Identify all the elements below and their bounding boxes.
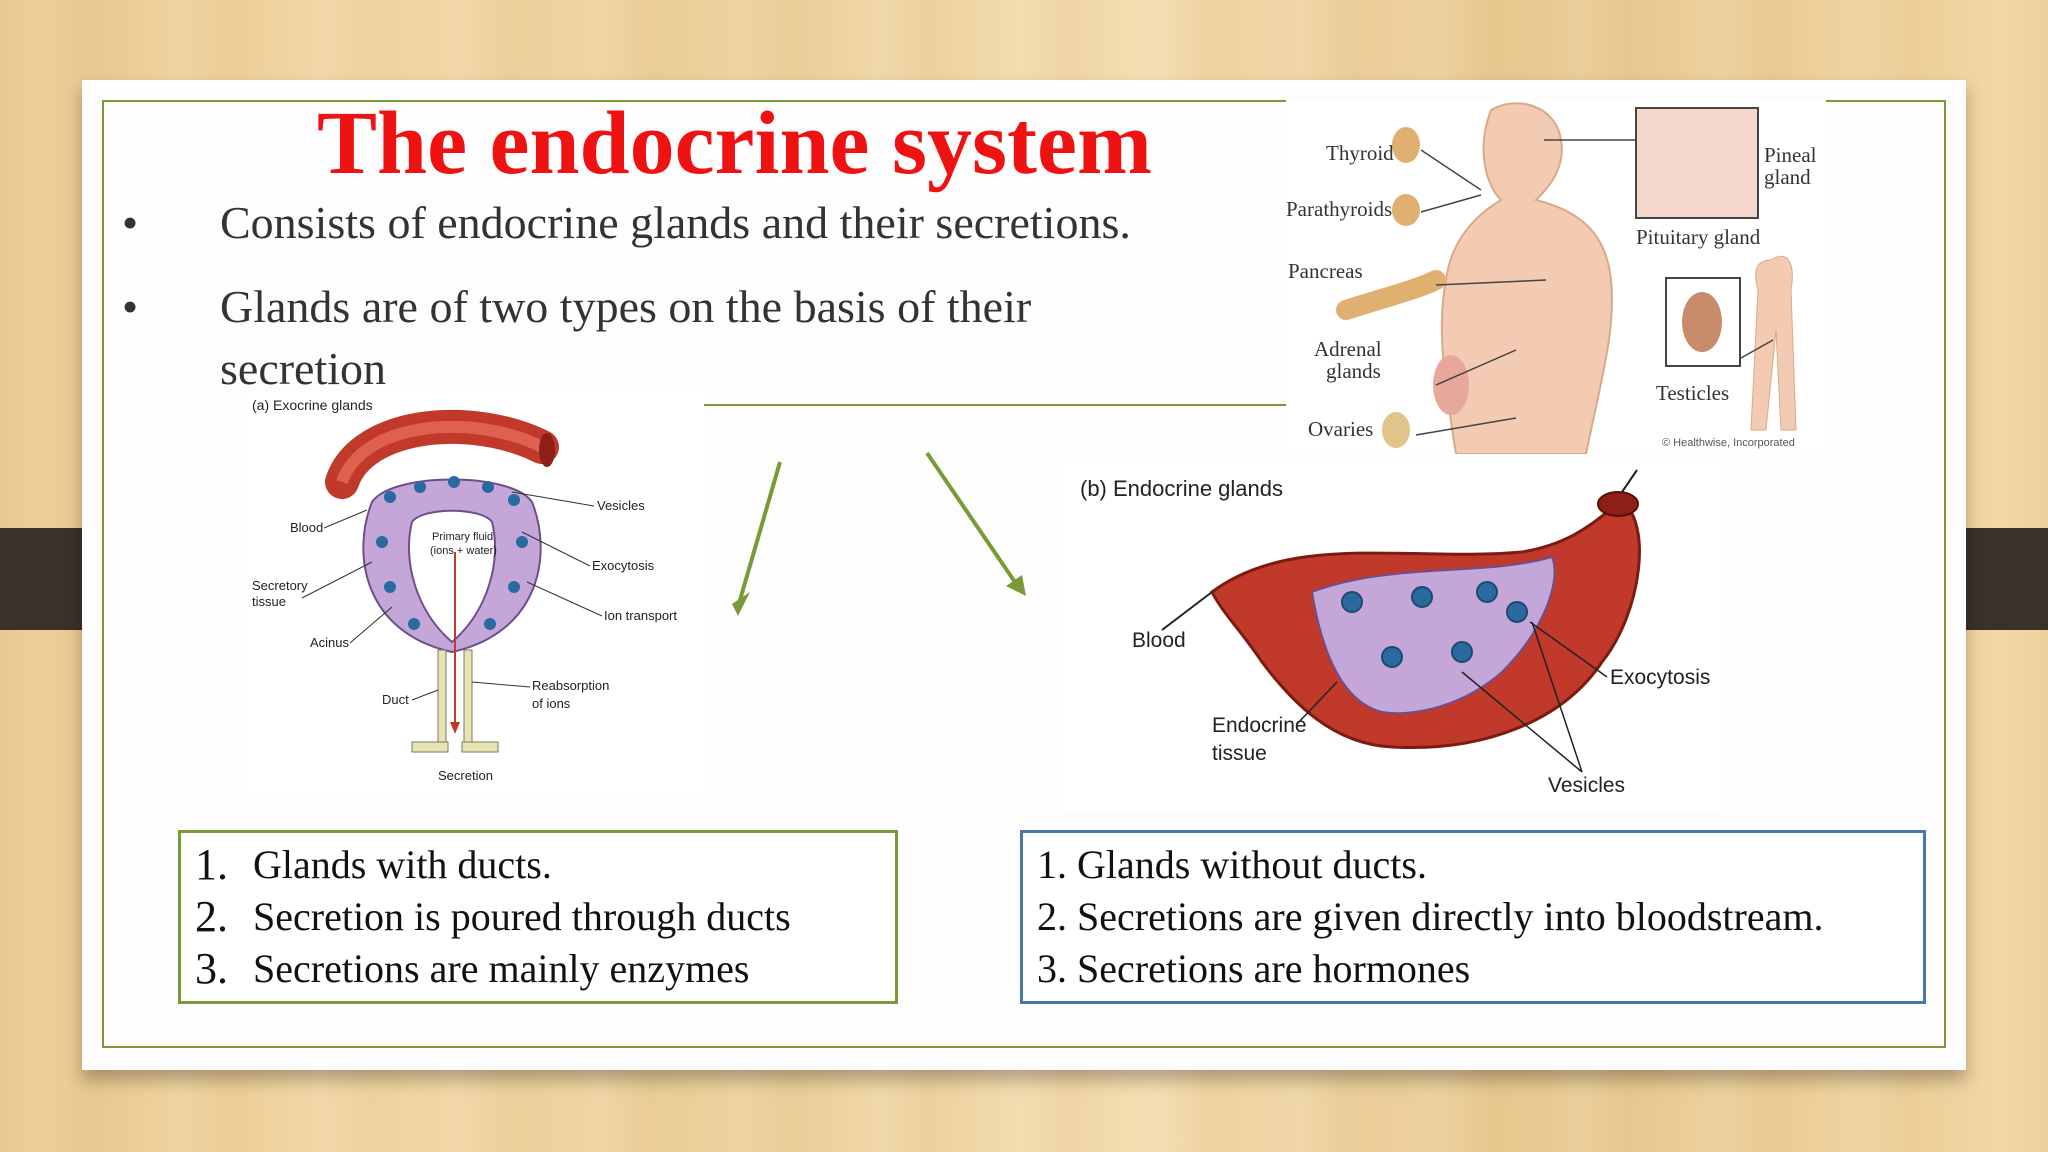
item-number: 2. (1037, 894, 1067, 939)
item-number: 1. (1037, 842, 1067, 887)
endocrine-heading: (b) Endocrine glands (1080, 476, 1283, 501)
list-item: 3. Secretions are hormones (1037, 943, 1923, 995)
label-pineal: Pineal (1764, 143, 1817, 167)
item-number: 3. (195, 944, 228, 993)
exocrine-summary-box: 1. Glands with ducts. 2. Secretion is pour… (178, 830, 898, 1004)
endocrine-body-figure: Thyroid Parathyroids Pancreas Adrenal gl… (1286, 100, 1826, 454)
pineal-inset (1635, 107, 1759, 219)
label-pancreas: Pancreas (1288, 259, 1363, 283)
slide: The endocrine system • Consists of endoc… (82, 80, 1966, 1070)
item-text: Secretions are given directly into blood… (1077, 894, 1824, 939)
exocrine-gland-figure: (a) Exocrine glands Blood Vesic (242, 392, 704, 792)
label-ions-water: (ions + water) (430, 545, 497, 557)
bullet-dot: • (122, 197, 139, 248)
item-text: Secretions are hormones (1077, 946, 1471, 991)
bullet-dot: • (122, 281, 139, 332)
credit-text: © Healthwise, Incorporated (1662, 437, 1795, 449)
slide-frame (102, 100, 1946, 1048)
label-vesicles: Vesicles (597, 498, 645, 513)
label-reabsorption: Reabsorption (532, 678, 609, 693)
label-glands: glands (1326, 359, 1381, 383)
label-secretion: Secretion (438, 768, 493, 783)
item-text: Secretion is poured through ducts (253, 894, 791, 939)
pointer-arrows (732, 451, 1026, 616)
bullet-text: Glands are of two types on the basis of … (220, 281, 1032, 394)
body-silhouette (1440, 102, 1613, 454)
label-secretory: Secretory (252, 578, 308, 593)
divider-line (702, 404, 1364, 406)
label-gland: gland (1764, 165, 1811, 189)
label-exocytosis: Exocytosis (1610, 666, 1710, 689)
endocrine-summary-box: 1. Glands without ducts. 2. Secretions a… (1020, 830, 1926, 1004)
bullet-text: Consists of endocrine glands and their s… (220, 197, 1131, 248)
item-number: 3. (1037, 946, 1067, 991)
item-text: Glands with ducts. (253, 842, 552, 887)
slide-title: The endocrine system (317, 94, 1152, 193)
list-item: 2. Secretions are given directly into bl… (1037, 891, 1923, 943)
label-ovaries: Ovaries (1308, 417, 1373, 441)
endocrine-gland-figure: (b) Endocrine glands Blood Exocytosis En… (1062, 462, 1726, 812)
pancreas-shape (1336, 270, 1446, 320)
label-of-ions: of ions (532, 696, 571, 711)
adrenal-gland-shape (1433, 355, 1469, 415)
label-vesicles: Vesicles (1548, 774, 1625, 797)
label-tissue: tissue (252, 594, 286, 609)
item-number: 2. (195, 892, 228, 941)
male-figure (1750, 255, 1797, 431)
label-primary-fluid: Primary fluid (432, 531, 493, 543)
label-duct: Duct (382, 692, 409, 707)
label-ion-transport: Ion transport (604, 608, 677, 623)
label-blood: Blood (1132, 629, 1186, 652)
label-endocrine: Endocrine (1212, 714, 1307, 737)
exocrine-heading: (a) Exocrine glands (252, 397, 373, 413)
label-exocytosis: Exocytosis (592, 558, 655, 573)
item-text: Secretions are mainly enzymes (253, 946, 750, 991)
label-blood: Blood (290, 520, 323, 535)
list-item: 2. Secretion is poured through ducts (195, 891, 895, 943)
label-thyroid: Thyroid (1326, 141, 1394, 165)
label-testicles: Testicles (1656, 381, 1729, 405)
label-parathyroids: Parathyroids (1286, 197, 1392, 221)
label-pituitary: Pituitary gland (1636, 225, 1761, 249)
label-tissue: tissue (1212, 742, 1267, 765)
ovary-shape (1382, 412, 1410, 448)
item-text: Glands without ducts. (1077, 842, 1427, 887)
label-adrenal: Adrenal (1314, 337, 1382, 361)
thyroid-shape (1392, 127, 1420, 163)
parathyroid-shape (1392, 194, 1420, 226)
list-item: 3. Secretions are mainly enzymes (195, 943, 895, 995)
list-item: 1. Glands with ducts. (195, 839, 895, 891)
label-acinus: Acinus (310, 635, 350, 650)
list-item: 1. Glands without ducts. (1037, 839, 1923, 891)
item-number: 1. (195, 840, 228, 889)
